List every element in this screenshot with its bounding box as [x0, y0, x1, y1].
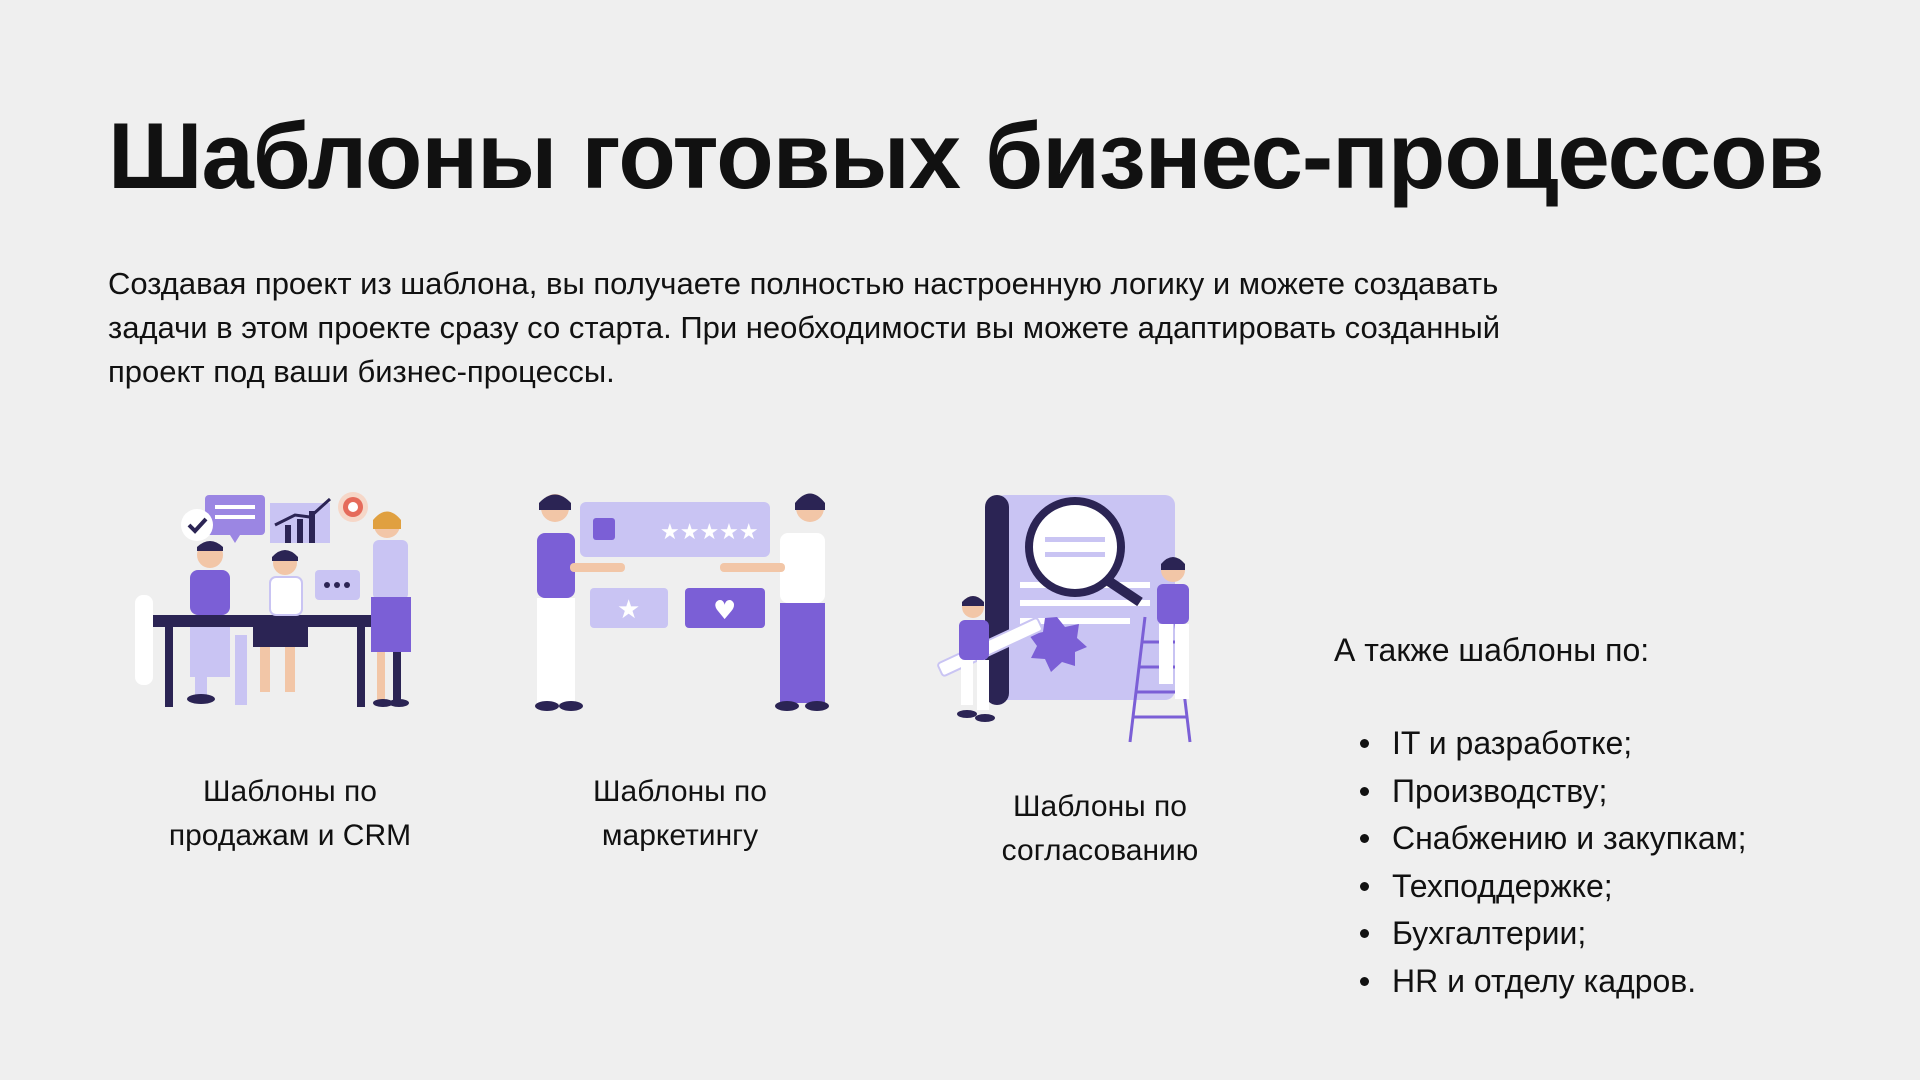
intro-line: проект под ваши бизнес-процессы.: [108, 354, 615, 389]
intro-text: Создавая проект из шаблона, вы получаете…: [108, 262, 1808, 394]
bullet-icon: [1360, 976, 1369, 986]
list-item: IT и разработке;: [1334, 720, 1747, 768]
marketing-rating-illustration: ★★★★★ ★ ♥: [535, 493, 829, 711]
also-heading: А также шаблоны по:: [1334, 632, 1650, 668]
list-item: Производству;: [1334, 768, 1747, 816]
intro-line: Создавая проект из шаблона, вы получаете…: [108, 266, 1499, 301]
svg-text:★: ★: [617, 595, 640, 625]
svg-text:♥: ♥: [713, 596, 736, 626]
list-item: Снабжению и закупкам;: [1334, 815, 1747, 863]
list-item: Техподдержке;: [1334, 863, 1747, 911]
bullet-icon: [1360, 881, 1369, 891]
caption-sales: Шаблоны по продажам и CRM: [168, 775, 412, 852]
list-item: HR и отделу кадров.: [1334, 958, 1747, 1006]
bullet-icon: [1360, 929, 1369, 938]
extra-templates-list: IT и разработке; Производству; Снабжению…: [1334, 720, 1747, 1005]
approval-document-illustration: [937, 495, 1192, 743]
sales-team-illustration: [135, 492, 411, 707]
page-title: Шаблоны готовых бизнес-процессов: [108, 103, 1824, 208]
bullet-icon: [1360, 786, 1369, 796]
list-item: Бухгалтерии;: [1334, 910, 1747, 958]
bullet-icon: [1360, 739, 1369, 748]
caption-marketing: Шаблоны по маркетингу: [593, 775, 767, 852]
bullet-icon: [1360, 834, 1369, 843]
caption-approval: Шаблоны по согласованию: [1001, 790, 1199, 867]
intro-line: задачи в этом проекте сразу со старта. П…: [108, 310, 1501, 345]
svg-text:★★★★★: ★★★★★: [660, 520, 759, 545]
